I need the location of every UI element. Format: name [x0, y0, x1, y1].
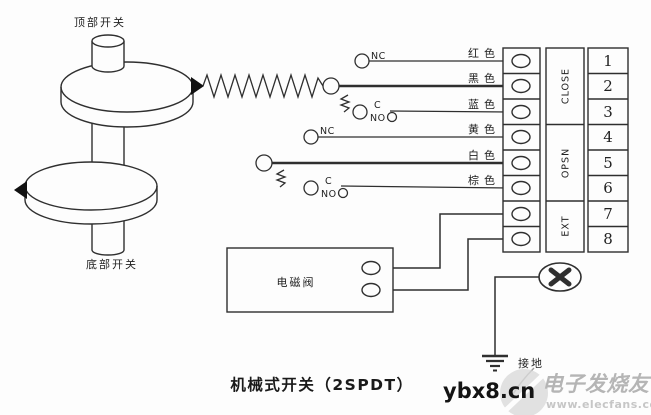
small-spring-top-icon [339, 94, 351, 113]
wire-label-white: 白色 [468, 148, 500, 162]
terminal-circle-5 [511, 155, 531, 171]
top-spdt-switch [322, 53, 398, 123]
bottom-common-contact [255, 154, 273, 172]
top-c-contact [352, 104, 368, 120]
terminal-number-5: 5 [603, 154, 613, 172]
top-c-label: C [374, 100, 381, 111]
bottom-c-label: C [325, 176, 332, 187]
wire-brown [340, 185, 513, 189]
solenoid-label: 电磁阀 [277, 275, 316, 289]
bottom-cam-follower-icon [14, 181, 27, 199]
wire-ext-7 [380, 213, 512, 269]
ground-label: 接地 [518, 357, 544, 370]
bottom-no-contact [337, 187, 349, 199]
spdt-switches [202, 53, 398, 199]
terminal-number-4: 4 [603, 128, 613, 146]
ground-screw-icon [538, 262, 582, 292]
terminal-number-3: 3 [603, 103, 613, 121]
top-no-label: NO [370, 113, 386, 124]
terminal-circle-6 [511, 180, 531, 196]
terminal-circle-8 [511, 231, 531, 247]
terminal-number-2: 2 [603, 77, 613, 95]
bottom-c-contact [303, 180, 319, 196]
watermark-brand: 电子发烧友 [542, 372, 651, 396]
wire-label-red: 红色 [468, 46, 500, 60]
bottom-nc-contact [303, 129, 319, 145]
solenoid-valve-box [226, 247, 394, 313]
solenoid-terminal-bottom [361, 282, 381, 298]
wire-label-blue: 蓝色 [468, 97, 500, 111]
terminal-block [502, 47, 629, 253]
bottom-cam-disc [24, 161, 158, 225]
terminal-number-column [587, 47, 629, 253]
top-nc-contact [354, 53, 370, 69]
group-label-close: CLOSE [561, 68, 572, 104]
terminal-group-column [545, 47, 585, 253]
wire-label-black: 黑色 [468, 71, 500, 85]
terminal-circle-2 [511, 78, 531, 94]
terminal-number-6: 6 [603, 179, 613, 197]
wire-ground [494, 276, 539, 356]
watermark-logo [500, 367, 548, 415]
watermark-url: www.elecfans.com [546, 398, 651, 411]
top-cam-disc [60, 61, 194, 128]
small-spring-bottom-icon [275, 169, 287, 188]
wire-blue [389, 110, 513, 113]
terminal-circle-4 [511, 129, 531, 145]
terminal-circle-3 [511, 104, 531, 120]
terminal-number-8: 8 [603, 230, 613, 248]
solenoid-terminal-top [361, 260, 381, 276]
terminal-number-1: 1 [603, 52, 613, 70]
wire-label-brown: 棕色 [468, 173, 500, 187]
switch-assembly [14, 34, 204, 256]
diagram-title: 机械式开关（2SPDT） [230, 375, 413, 394]
top-stem-cylinder [91, 34, 125, 73]
terminal-screw-column [502, 47, 541, 253]
bottom-switch-label: 底部开关 [86, 257, 138, 271]
earth-ground-icon [482, 354, 508, 372]
wire-label-yellow: 黄色 [468, 122, 500, 136]
top-cam-follower-icon [191, 77, 204, 95]
top-switch-label: 顶部开关 [74, 15, 126, 29]
group-label-opsn: OPSN [561, 148, 572, 178]
group-label-ext: EXT [561, 215, 572, 236]
spring-icon [202, 72, 324, 100]
wire-ext-8 [380, 238, 512, 291]
terminal-circle-7 [511, 206, 531, 222]
top-nc-label: NC [371, 51, 386, 62]
bottom-nc-label: NC [320, 126, 335, 137]
wires [272, 60, 539, 356]
terminal-number-7: 7 [603, 205, 613, 223]
watermark-site: ybx8.cn [443, 379, 535, 403]
terminal-circle-1 [511, 53, 531, 69]
top-no-contact [386, 111, 398, 123]
top-common-contact [322, 77, 340, 95]
bottom-no-label: NO [321, 189, 337, 200]
